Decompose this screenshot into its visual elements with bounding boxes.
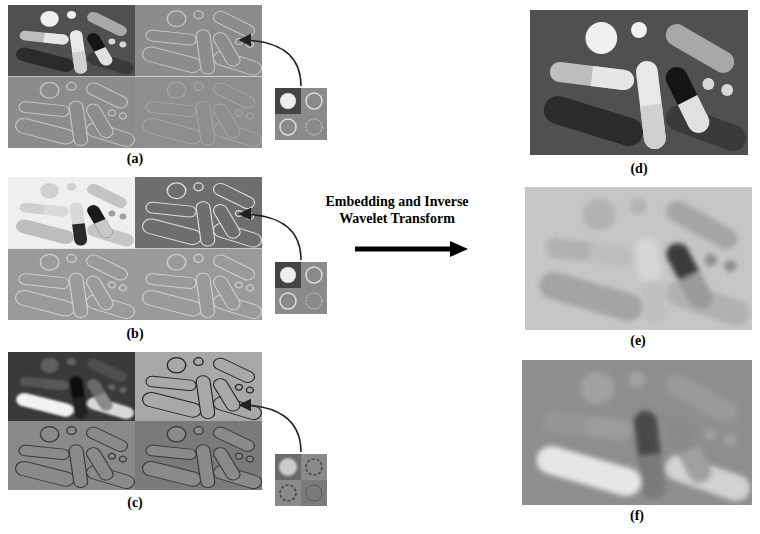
- art-rect: [275, 288, 301, 314]
- panel-label: (e): [630, 332, 646, 349]
- result-e: [525, 187, 752, 330]
- embed-arrow: [240, 405, 301, 452]
- art-rect: [530, 10, 748, 155]
- art-rect: [522, 360, 752, 505]
- art-rect: [525, 187, 752, 330]
- art-use: [24, 358, 126, 418]
- panel-label: (d): [630, 160, 647, 177]
- art-rect: [301, 262, 327, 288]
- art-circle: [306, 485, 322, 501]
- art-svg: [8, 5, 135, 77]
- art-rect: [301, 88, 327, 114]
- art-rect: [8, 352, 135, 421]
- result-d: [530, 10, 748, 155]
- arrow-label: Embedding and Inverse Wavelet Transform: [302, 193, 492, 227]
- art-rect: [8, 77, 135, 149]
- art-svg: [8, 177, 135, 249]
- panel-label: (a): [127, 150, 143, 167]
- art-use: [24, 82, 126, 139]
- art-use: [24, 183, 126, 246]
- art-circle: [306, 459, 322, 475]
- art-use: [151, 427, 253, 482]
- art-rect: [8, 421, 135, 490]
- watermark-inset-a: [275, 88, 327, 140]
- decomposition-a: [8, 5, 262, 148]
- panel-label: (f): [630, 507, 644, 524]
- art-use: [151, 11, 253, 68]
- art-circle: [280, 485, 296, 501]
- art-svg: [135, 177, 262, 249]
- transform-arrow: [355, 241, 468, 257]
- panel-label: (c): [127, 494, 143, 511]
- watermark-inset-c: [275, 454, 327, 506]
- art-svg: [8, 421, 135, 490]
- art-rect: [275, 114, 301, 140]
- art-rect: [135, 177, 262, 249]
- art-use: [554, 199, 737, 324]
- art-use: [24, 11, 126, 74]
- panel-label: (b): [126, 325, 143, 342]
- art-rect: [275, 262, 301, 288]
- art-circle: [280, 119, 296, 135]
- art-rect: [135, 249, 262, 321]
- art-use: [151, 254, 253, 311]
- art-rect: [8, 249, 135, 321]
- art-svg: [522, 360, 752, 505]
- art-rect: [275, 480, 301, 506]
- decomposition-b: [8, 177, 262, 320]
- art-use: [151, 82, 253, 139]
- art-circle: [306, 119, 322, 135]
- art-svg: [530, 10, 748, 155]
- decomposition-c: [8, 352, 262, 490]
- art-rect: [135, 352, 262, 421]
- art-circle: [280, 267, 296, 283]
- embed-arrow: [240, 214, 301, 260]
- art-rect: [135, 421, 262, 490]
- art-svg: [525, 187, 752, 330]
- art-use: [551, 372, 736, 499]
- art-circle: [279, 458, 297, 476]
- art-rect: [275, 454, 301, 480]
- embed-arrow: [240, 40, 301, 86]
- art-circle: [280, 93, 296, 109]
- art-circle: [306, 93, 322, 109]
- art-svg: [8, 77, 135, 149]
- art-rect: [301, 288, 327, 314]
- result-f: [522, 360, 752, 505]
- art-use: [24, 254, 126, 311]
- art-rect: [135, 77, 262, 149]
- art-circle: [306, 293, 322, 309]
- watermark-inset-b: [275, 262, 327, 314]
- art-svg: [135, 352, 262, 421]
- art-rect: [275, 88, 301, 114]
- art-rect: [8, 5, 135, 77]
- art-rect: [8, 177, 135, 249]
- art-use: [558, 22, 733, 149]
- art-svg: [135, 249, 262, 321]
- art-line: [355, 247, 452, 252]
- art-svg: [8, 352, 135, 421]
- art-svg: [135, 77, 262, 149]
- art-svg: [135, 421, 262, 490]
- art-polygon: [450, 241, 468, 257]
- art-svg: [8, 249, 135, 321]
- art-use: [151, 358, 253, 413]
- art-rect: [301, 480, 327, 506]
- art-rect: [301, 114, 327, 140]
- art-use: [151, 183, 253, 240]
- art-circle: [306, 267, 322, 283]
- art-circle: [280, 293, 296, 309]
- art-use: [24, 427, 126, 482]
- art-rect: [301, 454, 327, 480]
